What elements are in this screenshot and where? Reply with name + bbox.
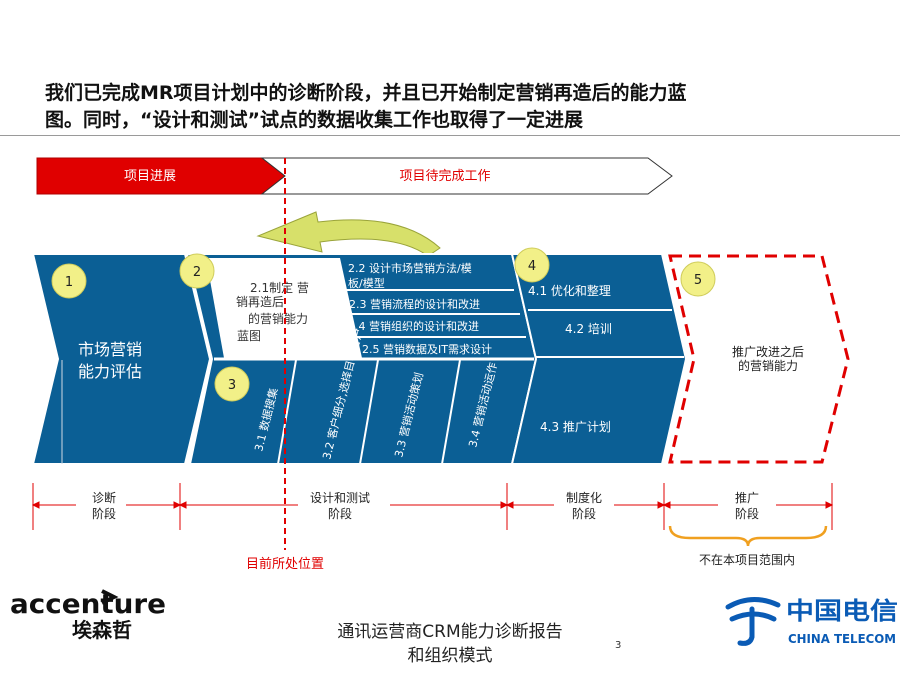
phase-3-line1: 制度化 <box>566 490 602 505</box>
phase-4-line1: 推广 <box>735 491 759 505</box>
progress-done-label: 项目进展 <box>124 169 176 184</box>
svg-text:埃森哲: 埃森哲 <box>72 618 132 642</box>
item-2-4: 2.4 营销组织的设计和改进 <box>348 319 479 333</box>
phase-3-line2: 阶段 <box>572 506 596 521</box>
badge-1: 1 <box>51 263 87 299</box>
phase-ruler <box>31 483 834 530</box>
item-2-1-line2: 销再造后 <box>236 295 284 309</box>
svg-text:accenture: accenture <box>10 589 166 620</box>
item-2-2b: 板/模型 <box>348 276 385 290</box>
svg-text:5: 5 <box>694 273 702 288</box>
out-of-scope-brace <box>668 525 828 547</box>
feedback-arrow <box>256 211 441 257</box>
telecom-emblem-icon <box>725 597 781 646</box>
item-4-2: 4.2 培训 <box>565 321 612 336</box>
stage1-title-line1: 市场营销 <box>78 340 142 359</box>
divider <box>0 135 900 136</box>
badge-4: 4 <box>514 247 550 283</box>
badge-5: 5 <box>680 261 716 297</box>
headline-line2: 图。同时，“设计和测试”试点的数据收集工作也取得了一定进展 <box>45 109 583 131</box>
item-4-3: 4.3 推广计划 <box>540 420 611 434</box>
svg-text:1: 1 <box>65 275 73 290</box>
progress-todo-label: 项目待完成工作 <box>399 169 490 184</box>
stage5-title-line2: 的营销能力 <box>738 358 798 373</box>
footer-line1: 通讯运营商CRM能力诊断报告 <box>337 622 563 642</box>
svg-text:4: 4 <box>528 259 536 274</box>
sep-3-2 <box>359 359 379 465</box>
stage1-chevron <box>31 253 212 465</box>
page-number: 3 <box>615 640 622 651</box>
stage1-title-line2: 能力评估 <box>78 362 142 381</box>
headline: 我们已完成MR项目计划中的诊断阶段，并且已开始制定营销再造后的能力蓝 图。同时，… <box>45 80 845 134</box>
item-2-2a: 2.2 设计市场营销方法/模 <box>348 261 472 275</box>
phase-1-line2: 阶段 <box>92 506 116 521</box>
svg-text:中国电信: 中国电信 <box>786 597 898 625</box>
item-2-1-line3: 的营销能力 <box>248 311 308 326</box>
headline-line1: 我们已完成MR项目计划中的诊断阶段，并且已开始制定营销再造后的能力蓝 <box>45 82 687 104</box>
phase-2-line1: 设计和测试 <box>310 490 370 505</box>
badge-3: 3 <box>214 366 250 402</box>
stage5-chevron <box>668 254 850 464</box>
item-2-1-line1: 2.1制定 营 <box>250 280 309 295</box>
svg-text:CHINA TELECOM: CHINA TELECOM <box>788 632 896 646</box>
item-2-1-line4: 蓝图 <box>237 329 261 343</box>
progress-todo-arrow <box>260 157 673 195</box>
item-2-5: 2.5 营销数据及IT需求设计 <box>362 342 492 356</box>
sep-3-3 <box>441 359 461 465</box>
badge-2: 2 <box>179 253 215 289</box>
svg-text:2: 2 <box>193 265 201 280</box>
svg-text:3: 3 <box>228 378 236 393</box>
accenture-logo: accenture 埃森哲 <box>10 589 166 642</box>
item-4-1: 4.1 优化和整理 <box>528 283 611 298</box>
footer-caption: 通讯运营商CRM能力诊断报告 和组织模式 <box>300 620 600 668</box>
china-telecom-logo: 中国电信 CHINA TELECOM <box>725 597 898 646</box>
item-2-3: 2.3 营销流程的设计和改进 <box>349 297 480 311</box>
phase-1-line1: 诊断 <box>92 490 116 505</box>
phase-4-line2: 阶段 <box>735 506 759 521</box>
footer-line2: 和组织模式 <box>407 646 493 666</box>
out-of-scope-label: 不在本项目范围内 <box>699 553 795 567</box>
phase-2-line2: 阶段 <box>328 506 352 521</box>
stage4-chevron <box>510 253 688 465</box>
stage5-title-line1: 推广改进之后 <box>732 345 804 359</box>
sep-3-1 <box>277 359 297 465</box>
current-position-label: 目前所处位置 <box>246 556 324 572</box>
